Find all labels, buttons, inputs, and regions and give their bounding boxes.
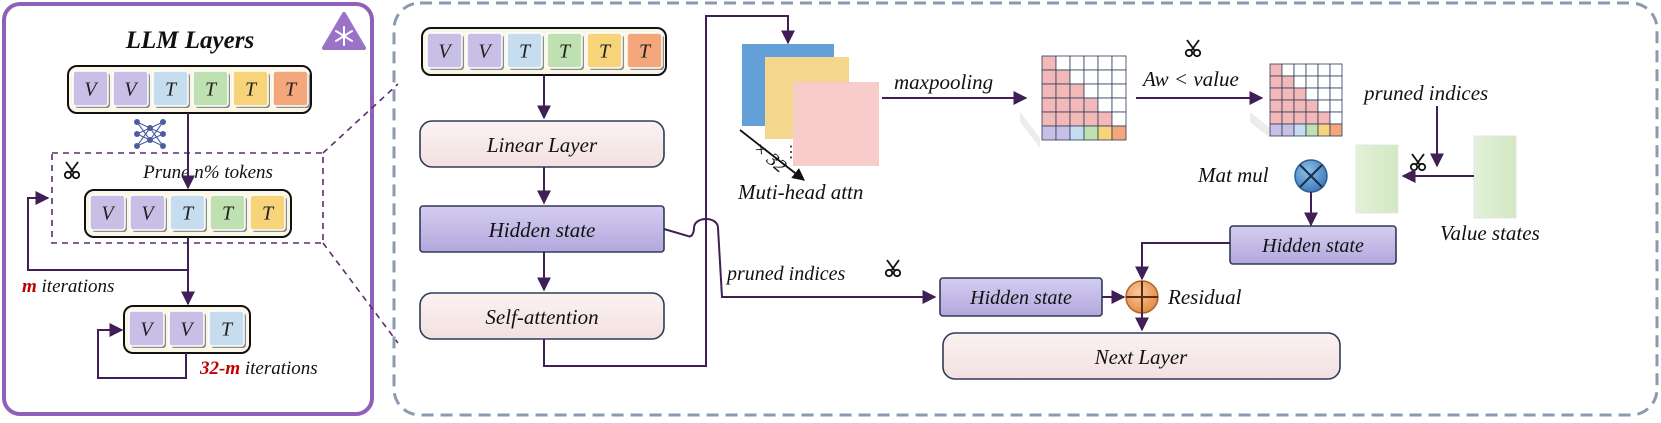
connector: [97, 323, 187, 379]
multi-head-attention-stack: ⋮: [742, 44, 879, 166]
token-vision: V: [466, 32, 504, 70]
attention-matrix-pooled: [1020, 55, 1127, 148]
token-text: T: [272, 70, 310, 108]
scissors-icon: [884, 259, 902, 278]
prune-label: Prune n% tokens: [142, 162, 273, 183]
connector: [1135, 242, 1230, 281]
connector: [663, 218, 937, 304]
zoom-connector: [322, 242, 399, 344]
linear-layer-box: [419, 120, 665, 168]
token-vision: V: [129, 194, 167, 232]
token-label: T: [519, 41, 532, 63]
maxpooling-label: maxpooling: [894, 70, 993, 94]
token-label: V: [141, 203, 156, 225]
token-label: V: [124, 79, 139, 101]
mat-mul-icon: [1294, 159, 1328, 193]
scissors-icon: [1409, 153, 1427, 172]
token-text: T: [192, 70, 230, 108]
pruned-value-state-sheet: [1355, 144, 1399, 214]
token-text: T: [152, 70, 190, 108]
token-label: T: [221, 319, 234, 341]
next-layer-box: [942, 332, 1341, 380]
scissors-icon: [63, 161, 81, 180]
self-attention-label: Self-attention: [485, 305, 598, 329]
pruned-indices-top-label: pruned indices: [1362, 81, 1488, 105]
token-label: V: [84, 79, 99, 101]
token-label: V: [478, 41, 493, 63]
token-text: T: [626, 32, 664, 70]
threshold-label: Aw < value: [1141, 67, 1239, 91]
token-label: T: [222, 203, 235, 225]
token-label: T: [639, 41, 652, 63]
token-vision: V: [72, 70, 110, 108]
token-label: T: [165, 79, 178, 101]
token-label: T: [285, 79, 298, 101]
right-panel-frame: [392, 1, 1659, 417]
token-text: T: [169, 194, 207, 232]
hidden-state-right-label: Hidden state: [1261, 235, 1364, 257]
pruned-indices-bottom-label: pruned indices: [725, 263, 846, 285]
token-vision: V: [128, 310, 166, 348]
token-vision: V: [112, 70, 150, 108]
self-attention-box: [419, 292, 665, 340]
value-state-sheet: [1473, 135, 1517, 219]
token-label: T: [205, 79, 218, 101]
hidden-state-right-box: [1229, 225, 1397, 265]
token-label: T: [245, 79, 258, 101]
connector: [543, 15, 795, 367]
connector: [739, 129, 805, 181]
snowflake-icon: [322, 12, 366, 50]
token-label: V: [101, 203, 116, 225]
m-iterations-label: m iterations: [22, 276, 114, 297]
token-text: T: [586, 32, 624, 70]
residual-add-icon: [1125, 280, 1159, 314]
hidden-state-bottom-label: Hidden state: [969, 287, 1072, 309]
mat-mul-label: Mat mul: [1197, 163, 1269, 187]
token-text: T: [546, 32, 584, 70]
token-label: V: [438, 41, 453, 63]
linear-layer-label: Linear Layer: [486, 133, 598, 157]
next-layer-label: Next Layer: [1094, 345, 1189, 369]
multi-head-label: Muti-head attn: [737, 180, 863, 204]
zoom-connector: [322, 83, 399, 154]
connector: [27, 191, 189, 271]
value-states-label: Value states: [1440, 221, 1540, 245]
token-label: T: [182, 203, 195, 225]
scissors-icon: [1184, 39, 1202, 58]
token-text: T: [209, 194, 247, 232]
token-vision: V: [89, 194, 127, 232]
token-text: T: [208, 310, 246, 348]
token-text: T: [249, 194, 287, 232]
neural-network-icon: [134, 119, 166, 149]
token-vision: V: [168, 310, 206, 348]
token-label: T: [599, 41, 612, 63]
panel-title: LLM Layers: [125, 27, 254, 54]
token-text: T: [232, 70, 270, 108]
hidden-state-main-label: Hidden state: [488, 218, 596, 242]
token-label: V: [140, 319, 155, 341]
token-label: T: [262, 203, 275, 225]
rest-iterations-label: 32-m iterations: [199, 358, 318, 379]
token-label: V: [180, 319, 195, 341]
heads-dots: ⋮: [783, 144, 799, 161]
token-vision: V: [426, 32, 464, 70]
token-text: T: [506, 32, 544, 70]
attention-matrix-thresholded: [1250, 63, 1343, 138]
left-panel-frame: [2, 2, 374, 416]
residual-label: Residual: [1167, 285, 1242, 309]
token-label: T: [559, 41, 572, 63]
